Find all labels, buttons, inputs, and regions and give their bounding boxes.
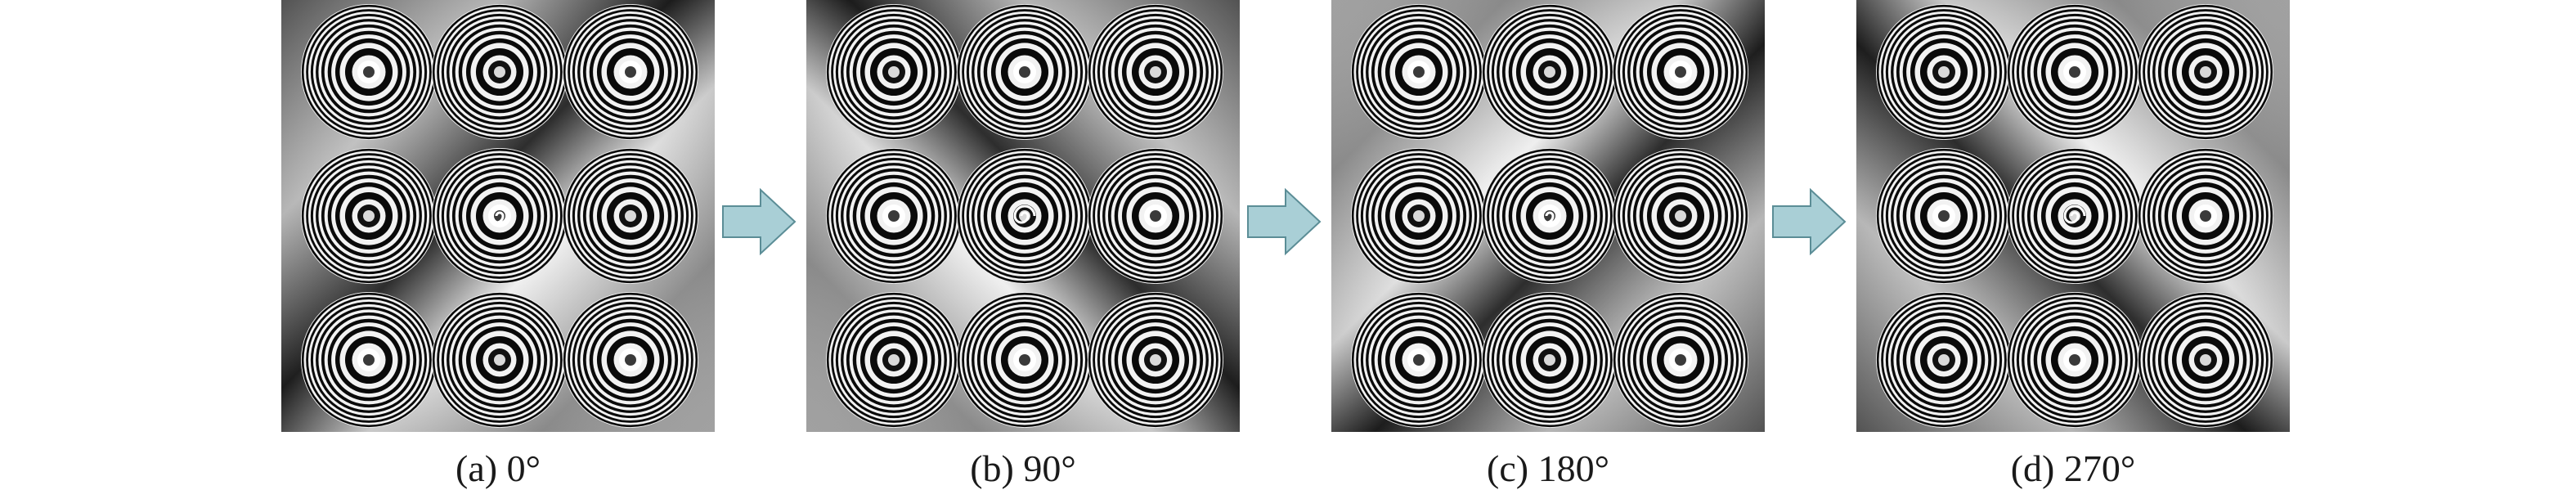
right-arrow-icon (1245, 187, 1323, 257)
caption-b: (b) 90° (970, 447, 1076, 489)
fresnel-lens-disk (1088, 292, 1223, 428)
fresnel-lens-disk (1613, 4, 1748, 140)
fresnel-lens-disk (1876, 4, 2012, 140)
fresnel-lens-disk (1351, 4, 1487, 140)
spiral-center (1013, 205, 1036, 224)
spiral-center (1538, 205, 1561, 224)
fresnel-lens-disk (2138, 4, 2273, 140)
panel-c-phase-mask (1331, 0, 1765, 432)
fresnel-lens-disk (563, 292, 698, 428)
panel-d-phase-mask (1856, 0, 2290, 432)
fresnel-lens-disk (301, 292, 437, 428)
fresnel-lens-disk (826, 148, 962, 284)
fresnel-lens-disk (957, 148, 1093, 284)
fresnel-lens-disk (1351, 292, 1487, 428)
fresnel-lens-disk (1351, 148, 1487, 284)
arrow-shape (1772, 187, 1847, 256)
fresnel-lens-disk (1088, 4, 1223, 140)
fresnel-lens-disk (1482, 4, 1618, 140)
fresnel-lens-disk (1876, 292, 2012, 428)
spiral-center (488, 205, 511, 224)
fresnel-lens-disk (1482, 148, 1618, 284)
caption-c: (c) 180° (1487, 447, 1609, 489)
fresnel-lens-disk (957, 4, 1093, 140)
phase-mask-svg (1331, 0, 1765, 432)
arrow-shape (722, 187, 797, 256)
panel-a-phase-mask (281, 0, 715, 432)
fresnel-lens-disk (957, 292, 1093, 428)
fresnel-lens-disk (1613, 292, 1748, 428)
fresnel-lens-disk (826, 4, 962, 140)
fresnel-lens-disk (432, 292, 568, 428)
caption-d: (d) 270° (2010, 447, 2136, 489)
panel-b-phase-mask (806, 0, 1240, 432)
fresnel-lens-disk (2138, 148, 2273, 284)
fresnel-lens-disk (1876, 148, 2012, 284)
fresnel-lens-disk (2007, 4, 2143, 140)
phase-mask-svg (806, 0, 1240, 432)
fresnel-lens-disk (1482, 292, 1618, 428)
phase-mask-svg (1856, 0, 2290, 432)
fresnel-lens-disk (1613, 148, 1748, 284)
fresnel-lens-disk (301, 4, 437, 140)
spiral-center (2063, 205, 2086, 224)
fresnel-lens-disk (2007, 148, 2143, 284)
fresnel-lens-disk (2138, 292, 2273, 428)
fresnel-lens-disk (432, 4, 568, 140)
fresnel-lens-disk (826, 292, 962, 428)
fresnel-lens-disk (1088, 148, 1223, 284)
fresnel-lens-disk (301, 148, 437, 284)
phase-mask-svg (281, 0, 715, 432)
right-arrow-icon (1770, 187, 1848, 257)
fresnel-lens-disk (2007, 292, 2143, 428)
right-arrow-icon (720, 187, 798, 257)
fresnel-lens-disk (432, 148, 568, 284)
caption-a: (a) 0° (456, 447, 541, 489)
fresnel-lens-disk (563, 148, 698, 284)
arrow-shape (1247, 187, 1322, 256)
fresnel-lens-disk (563, 4, 698, 140)
